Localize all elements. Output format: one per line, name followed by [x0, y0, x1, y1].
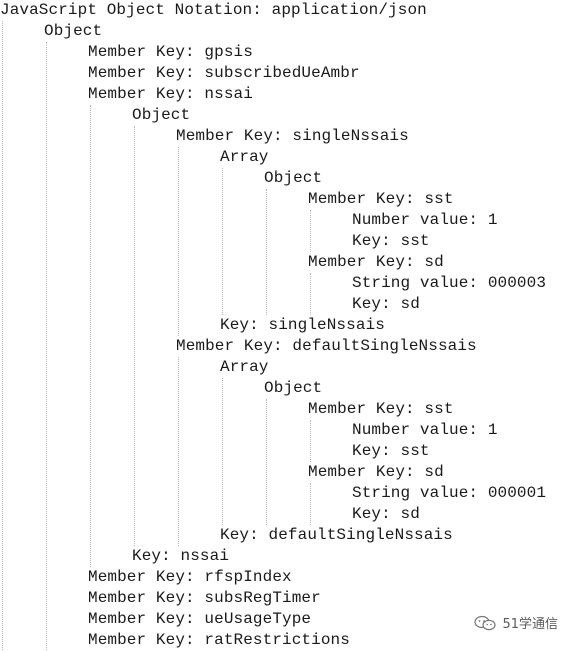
tree-guide-line — [90, 105, 91, 567]
tree-row[interactable]: Member Key: gpsis — [88, 43, 253, 61]
tree-row[interactable]: Member Key: ratRestrictions — [88, 631, 350, 649]
tree-guide-line — [310, 273, 311, 315]
tree-row[interactable]: JavaScript Object Notation: application/… — [0, 1, 427, 19]
tree-row[interactable]: Object — [264, 379, 323, 397]
tree-row[interactable]: Number value: 1 — [352, 211, 498, 229]
tree-row[interactable]: Key: sd — [352, 505, 420, 523]
tree-row[interactable]: Member Key: ueUsageType — [88, 610, 312, 628]
tree-guide-line — [178, 147, 179, 336]
tree-row[interactable]: String value: 000001 — [352, 484, 547, 502]
tree-row[interactable]: Key: sst — [352, 232, 430, 250]
tree-row[interactable]: String value: 000003 — [352, 274, 547, 292]
tree-row[interactable]: Key: nssai — [132, 547, 230, 565]
tree-row[interactable]: Member Key: sd — [308, 463, 444, 481]
tree-row[interactable]: Member Key: defaultSingleNssais — [176, 337, 477, 355]
tree-row[interactable]: Key: sd — [352, 295, 420, 313]
tree-row[interactable]: Number value: 1 — [352, 421, 498, 439]
tree-row[interactable]: Member Key: rfspIndex — [88, 568, 292, 586]
tree-row[interactable]: Member Key: nssai — [88, 85, 253, 103]
tree-guide-line — [134, 126, 135, 546]
tree-guide-line — [222, 378, 223, 525]
wechat-icon — [474, 615, 497, 631]
tree-row[interactable]: Member Key: singleNssais — [176, 127, 409, 145]
tree-guide-line — [310, 483, 311, 525]
tree-row[interactable]: Member Key: sst — [308, 400, 454, 418]
tree-row[interactable]: Array — [220, 358, 269, 376]
tree-row[interactable]: Member Key: subscribedUeAmbr — [88, 64, 360, 82]
watermark: 51学通信 — [470, 611, 562, 634]
tree-row[interactable]: Member Key: sst — [308, 190, 454, 208]
tree-row[interactable]: Member Key: subsRegTimer — [88, 589, 321, 607]
tree-guide-line — [266, 189, 267, 315]
tree-guide-line — [46, 42, 47, 650]
watermark-label: 51学通信 — [502, 617, 558, 632]
tree-row[interactable]: Key: defaultSingleNssais — [220, 526, 453, 544]
tree-row[interactable]: Object — [44, 22, 103, 40]
tree-row[interactable]: Array — [220, 148, 269, 166]
tree-row[interactable]: Key: singleNssais — [220, 316, 385, 334]
tree-guide-line — [222, 168, 223, 315]
tree-row[interactable]: Member Key: sd — [308, 253, 444, 271]
tree-guide-line — [310, 210, 311, 252]
tree-row[interactable]: Key: sst — [352, 442, 430, 460]
tree-guide-line — [266, 399, 267, 525]
tree-guide-line — [310, 420, 311, 462]
tree-guide-line — [2, 21, 3, 650]
tree-row[interactable]: Object — [264, 169, 323, 187]
tree-row[interactable]: Object — [132, 106, 191, 124]
tree-guide-line — [178, 357, 179, 546]
